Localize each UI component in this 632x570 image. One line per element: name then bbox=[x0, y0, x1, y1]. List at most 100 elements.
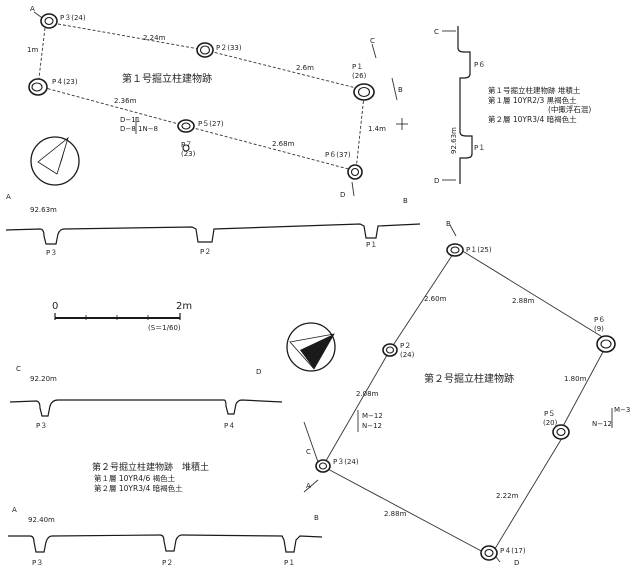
compass-icon bbox=[286, 322, 336, 372]
building2-section-cd-post-1: P３ bbox=[36, 422, 47, 430]
building1-label-p1-depth: (26) bbox=[352, 72, 367, 80]
building2-letter-d: D bbox=[514, 559, 519, 567]
building2-post-p3 bbox=[315, 459, 331, 473]
line-p2-p3 bbox=[322, 349, 391, 467]
scale-end: 2m bbox=[176, 301, 192, 312]
building2-section-ab-start: A bbox=[12, 506, 17, 514]
building1-plan: P３(24) P２(33) P１ (26) P４(23) P５(27) P７ (… bbox=[27, 5, 408, 199]
building1-label-p7-depth: (23) bbox=[181, 150, 196, 158]
building2-post-p2 bbox=[382, 343, 398, 357]
line-p6-p5 bbox=[561, 349, 605, 429]
building1-letter-d: D bbox=[340, 191, 345, 199]
scale-bar: 0 2m (S＝1/60) bbox=[52, 301, 192, 332]
building2-post-p5 bbox=[552, 424, 570, 440]
building2-title: 第２号掘立柱建物跡 bbox=[424, 372, 514, 385]
building1-post-p5 bbox=[177, 119, 195, 133]
building1-label-p1: P１ bbox=[352, 63, 363, 71]
section2-cd-profile-line bbox=[9, 399, 283, 417]
building1-letter-a: A bbox=[30, 5, 35, 13]
building1-section-cd-post-1: P６ bbox=[474, 61, 485, 69]
building1-grid-label-2: D−8 bbox=[120, 125, 136, 133]
section-line-c bbox=[371, 43, 377, 59]
section2-line-b bbox=[449, 224, 457, 237]
building2-dist-p1-p2: 2.60m bbox=[424, 295, 447, 303]
building1-label-p2: P２(33) bbox=[216, 44, 242, 52]
building2-grid-label-3: M−3 bbox=[614, 406, 630, 414]
building1-grid-label-1: D−11 bbox=[120, 116, 140, 124]
section-ab-profile-line bbox=[5, 223, 421, 245]
section-cd-profile-line bbox=[457, 26, 473, 184]
building1-section-ab: A 92.63m B P３ P２ P１ bbox=[5, 193, 421, 257]
building1-section-cd-post-2: P１ bbox=[474, 144, 485, 152]
building1-dist-p3-p2: 2.24m bbox=[143, 34, 166, 42]
building2-grid-label-2: N−12 bbox=[362, 422, 382, 430]
line-p1-p6 bbox=[455, 246, 605, 339]
line-p5-p4 bbox=[492, 437, 563, 553]
building2-post-p4 bbox=[480, 545, 498, 561]
building2-label-p6-depth: (9) bbox=[594, 325, 604, 333]
building1-post-p7 bbox=[182, 144, 190, 152]
building2-section-cd-elevation: 92.20m bbox=[30, 375, 57, 383]
building2-grid-label-1: M−12 bbox=[362, 412, 383, 420]
building1-grid-label-3: 1N−8 bbox=[138, 125, 158, 133]
building1-legend-layer-1: 第１層 10YR2/3 黒褐色土 bbox=[488, 95, 577, 105]
building2-letter-b: B bbox=[446, 220, 451, 228]
building1-title: 第１号掘立柱建物跡 bbox=[122, 72, 212, 85]
building2-dist-p6-p5: 1.80m bbox=[564, 375, 587, 383]
building2-label-p4: P４(17) bbox=[500, 547, 526, 555]
building1-letter-b: B bbox=[398, 86, 403, 94]
building1-label-p7: P７ bbox=[181, 141, 192, 149]
building2-legend-title: 第２号掘立柱建物跡 堆積土 bbox=[92, 461, 209, 473]
building1-label-p3: P３(24) bbox=[60, 14, 86, 22]
section-line-b bbox=[391, 77, 398, 101]
building1-post-p4 bbox=[28, 78, 48, 96]
building1-legend-title: 第１号掘立柱建物跡 堆積土 bbox=[488, 85, 581, 95]
building2-section-cd-start: C bbox=[16, 365, 21, 373]
building1-section-cd: C D 92.63m P６ P１ 第１号掘立柱建物跡 堆積土 第１層 10YR2… bbox=[434, 26, 591, 185]
line-p3-p2 bbox=[57, 23, 206, 51]
building2-legend-layer-2: 第２層 10YR3/4 暗褐色土 bbox=[94, 483, 183, 493]
building1-section-cd-start: C bbox=[434, 28, 439, 36]
building1-section-ab-post-3: P１ bbox=[366, 241, 377, 249]
building2-label-p2: P２ bbox=[400, 342, 411, 350]
section2-line-a bbox=[303, 479, 319, 493]
building2-dist-p1-p6: 2.88m bbox=[512, 297, 535, 305]
building1-section-ab-start: A bbox=[6, 193, 11, 201]
building2-section-cd-end: D bbox=[256, 368, 261, 376]
building2-letter-a: A bbox=[306, 482, 311, 490]
north-arrow-icon bbox=[30, 136, 80, 186]
section-line-d bbox=[351, 181, 355, 197]
scale-zero: 0 bbox=[52, 301, 58, 312]
building2-label-p2-depth: (24) bbox=[400, 351, 415, 359]
building2-dist-p3-p4: 2.88m bbox=[384, 510, 407, 518]
building1-letter-c: C bbox=[370, 37, 375, 45]
building2-legend-layer-1: 第１層 10YR4/6 褐色土 bbox=[94, 473, 176, 483]
line-p4-p5 bbox=[37, 85, 187, 127]
building2-section-ab-end: B bbox=[314, 514, 319, 522]
building2-post-p6 bbox=[596, 335, 616, 353]
building1-post-p1 bbox=[353, 83, 375, 101]
building2-section-ab-post-3: P１ bbox=[284, 559, 295, 567]
building2-label-p5-depth: (20) bbox=[543, 419, 558, 427]
building1-post-p6 bbox=[347, 164, 363, 180]
building2-dist-p5-p4: 2.22m bbox=[496, 492, 519, 500]
line-p5-p6 bbox=[185, 125, 357, 172]
line-p1-p2 bbox=[389, 253, 454, 351]
building1-label-p4: P４(23) bbox=[52, 78, 78, 86]
building1-post-p3 bbox=[40, 13, 58, 29]
building1-dist-p3-p4: 1m bbox=[27, 46, 38, 54]
section2-ab-profile-line bbox=[8, 534, 323, 553]
building1-section-ab-post-2: P２ bbox=[200, 248, 211, 256]
building1-label-p6: P６(37) bbox=[325, 151, 351, 159]
building1-section-ab-elevation: 92.63m bbox=[30, 206, 57, 214]
building2-label-p6: P６ bbox=[594, 316, 605, 324]
building2-section-cd: C 92.20m D P３ P４ bbox=[9, 365, 283, 430]
line-p3-p4 bbox=[325, 467, 486, 554]
building2-label-p3: P３(24) bbox=[333, 458, 359, 466]
section2-line-c bbox=[303, 421, 319, 463]
building1-dist-p2-p1: 2.6m bbox=[296, 64, 314, 72]
building2-plan: P１(25) P２ (24) P３(24) P４(17) P５ (20) P６ … bbox=[286, 220, 630, 567]
building2-dist-p2-p3: 2.08m bbox=[356, 390, 379, 398]
